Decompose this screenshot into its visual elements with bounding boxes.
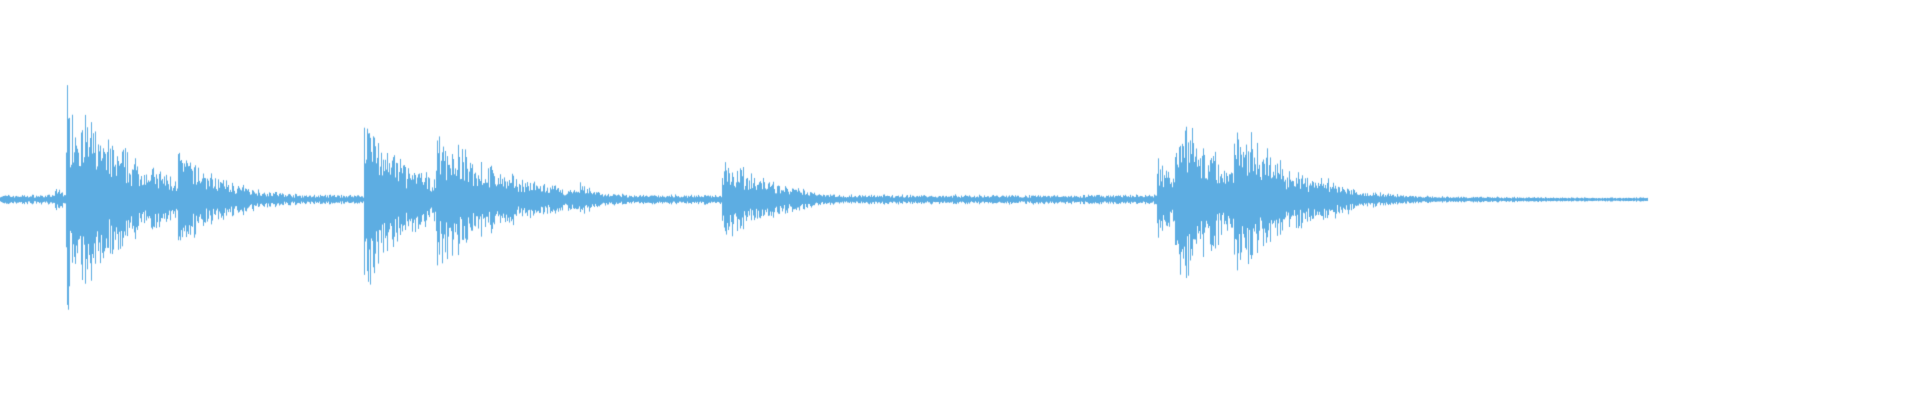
audio-waveform[interactable] — [0, 0, 1920, 400]
